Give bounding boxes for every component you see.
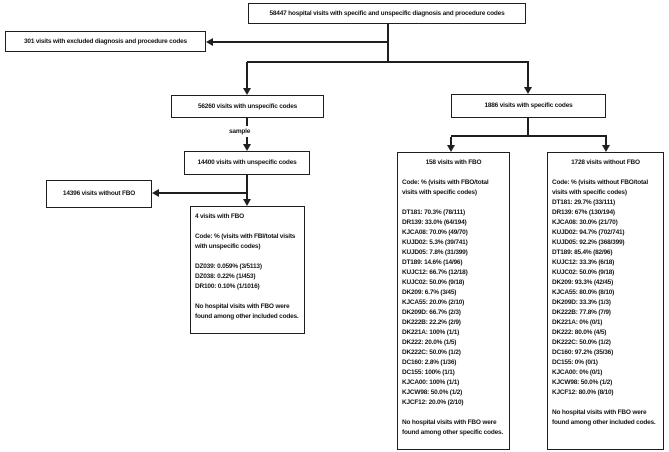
specific-codes-box: 1886 visits with specific codes (451, 94, 606, 118)
connector-top-stem (387, 24, 389, 62)
code-line: DZ038: 0.22% (1/453) (195, 273, 256, 280)
sample-arrow-label: sample (226, 126, 254, 137)
code-line: DK222: 80.0% (4/5) (552, 329, 607, 336)
code-line: KJCF12: 80.0% (8/10) (552, 389, 614, 396)
code-line: DK222C: 50.0% (1/2) (402, 349, 461, 356)
code-line: DC155: 0% (0/1) (552, 359, 598, 366)
connector-to-fbo-specific (450, 137, 452, 147)
footer-note: No hospital visits with FBO were found a… (195, 303, 299, 320)
code-line: DT189: 85.4% (82/96) (552, 249, 613, 256)
code-line: KUJC02: 50.0% (9/18) (552, 269, 615, 276)
code-list: DZ039: 0.059% (3/5113) DZ038: 0.22% (1/45… (195, 262, 300, 292)
code-line: KJCF12: 20.0% (2/10) (402, 399, 464, 406)
code-line: KJCA00: 100% (1/1) (402, 379, 460, 386)
code-line: DC160: 2.8% (1/36) (402, 359, 457, 366)
code-line: DT189: 14.6% (14/96) (402, 259, 463, 266)
code-line: KUJC12: 33.3% (6/18) (552, 259, 615, 266)
without-fbo-box: 14396 visits without FBO (46, 180, 152, 208)
fbo-unspecific-detail-box: 4 visits with FBO Code: % (visits with F… (190, 206, 305, 334)
connector-split-specific (451, 135, 607, 137)
code-line: KUJD02: 5.3% (39/741) (402, 239, 468, 246)
arrowhead-down-icon (243, 88, 251, 95)
excluded-visits-box: 301 visits with excluded diagnosis and p… (5, 31, 206, 52)
connector-to-without-fbo-specific (605, 137, 607, 147)
code-line: DR100: 0.10% (1/1016) (195, 283, 260, 290)
arrowhead-left-icon (206, 38, 213, 46)
connector-to-unspecific (246, 62, 248, 89)
code-line: KUJD05: 7.8% (31/399) (402, 249, 468, 256)
code-line: KJCA08: 70.0% (49/70) (402, 229, 468, 236)
code-line: KJCW98: 50.0% (1/2) (552, 379, 613, 386)
detail-title: 1728 visits without FBO (571, 159, 640, 166)
code-line: DK222: 20.0% (1/5) (402, 339, 457, 346)
total-visits-box: 58447 hospital visits with specific and … (248, 3, 526, 24)
code-line: DK222C: 50.0% (1/2) (552, 339, 611, 346)
connector-to-fbo-unspecific (246, 175, 248, 202)
code-line: DC155: 100% (1/1) (402, 369, 455, 376)
code-line: KJCA55: 20.0% (2/10) (402, 299, 465, 306)
code-line: DK221A: 0% (0/1) (552, 319, 603, 326)
code-line: DR139: 33.0% (64/194) (402, 219, 467, 226)
code-line: KJCW98: 50.0% (1/2) (402, 389, 463, 396)
unspecific-codes-box: 56260 visits with unspecific codes (171, 95, 324, 118)
code-note: Code: % (visits with FBO/total visits wi… (402, 179, 489, 196)
code-line: DZ039: 0.059% (3/5113) (195, 263, 262, 270)
detail-title: 158 visits with FBO (425, 159, 482, 166)
code-list: DT181: 70.3% (78/111) DR139: 33.0% (64/19… (402, 208, 505, 408)
sampled-unspecific-box: 14400 visits with unspecific codes (184, 151, 310, 175)
code-list: DT181: 29.7% (33/111) DR139: 67% (130/194… (552, 198, 659, 398)
connector-to-excluded (211, 41, 388, 43)
connector-to-specific (527, 62, 529, 88)
arrowhead-down-icon (243, 144, 251, 151)
code-line: DC160: 97.2% (35/36) (552, 349, 614, 356)
without-fbo-specific-detail-box: 1728 visits without FBO Code: % (visits … (547, 152, 664, 450)
code-line: KUJC02: 50.0% (9/18) (402, 279, 465, 286)
arrowhead-down-icon (447, 145, 455, 152)
detail-title: 4 visits with FBO (195, 213, 244, 220)
footer-note: No hospital visits with FBO were found a… (552, 409, 656, 426)
code-note: Code: % (visits with FBI/total visits wi… (195, 233, 296, 250)
code-line: DK209: 93.3% (42/45) (552, 279, 614, 286)
code-line: KJCA08: 30.0% (21/70) (552, 219, 618, 226)
code-note: Code: % (visits without FBO/total visits… (552, 179, 648, 196)
arrowhead-down-icon (243, 199, 251, 206)
code-line: DK222B: 22.2% (2/9) (402, 319, 461, 326)
connector-to-without-fbo (157, 192, 247, 194)
code-line: KUJD05: 92.2% (368/399) (552, 239, 625, 246)
code-line: DK209: 6.7% (3/45) (402, 289, 457, 296)
code-line: KJCA55: 80.0% (8/10) (552, 289, 615, 296)
code-line: KJCA00: 0% (0/1) (552, 369, 603, 376)
code-line: DR139: 67% (130/194) (552, 209, 615, 216)
code-line: DK221A: 100% (1/1) (402, 329, 460, 336)
footer-note: No hospital visits with FBO were found a… (402, 419, 504, 436)
code-line: DK209D: 33.3% (1/3) (552, 299, 611, 306)
arrowhead-left-icon (152, 189, 159, 197)
arrowhead-down-icon (602, 145, 610, 152)
code-line: DT181: 29.7% (33/111) (552, 199, 616, 206)
arrowhead-down-icon (524, 87, 532, 94)
fbo-specific-detail-box: 158 visits with FBO Code: % (visits with… (397, 152, 510, 450)
code-line: KUJC12: 66.7% (12/18) (402, 269, 468, 276)
code-line: KUJD02: 94.7% (702/741) (552, 229, 625, 236)
code-line: DK209D: 66.7% (2/3) (402, 309, 461, 316)
connector-specific-stem (527, 118, 529, 137)
connector-split-top (247, 61, 529, 63)
code-line: DT181: 70.3% (78/111) (402, 209, 466, 216)
code-line: DK222B: 77.8% (7/9) (552, 309, 611, 316)
